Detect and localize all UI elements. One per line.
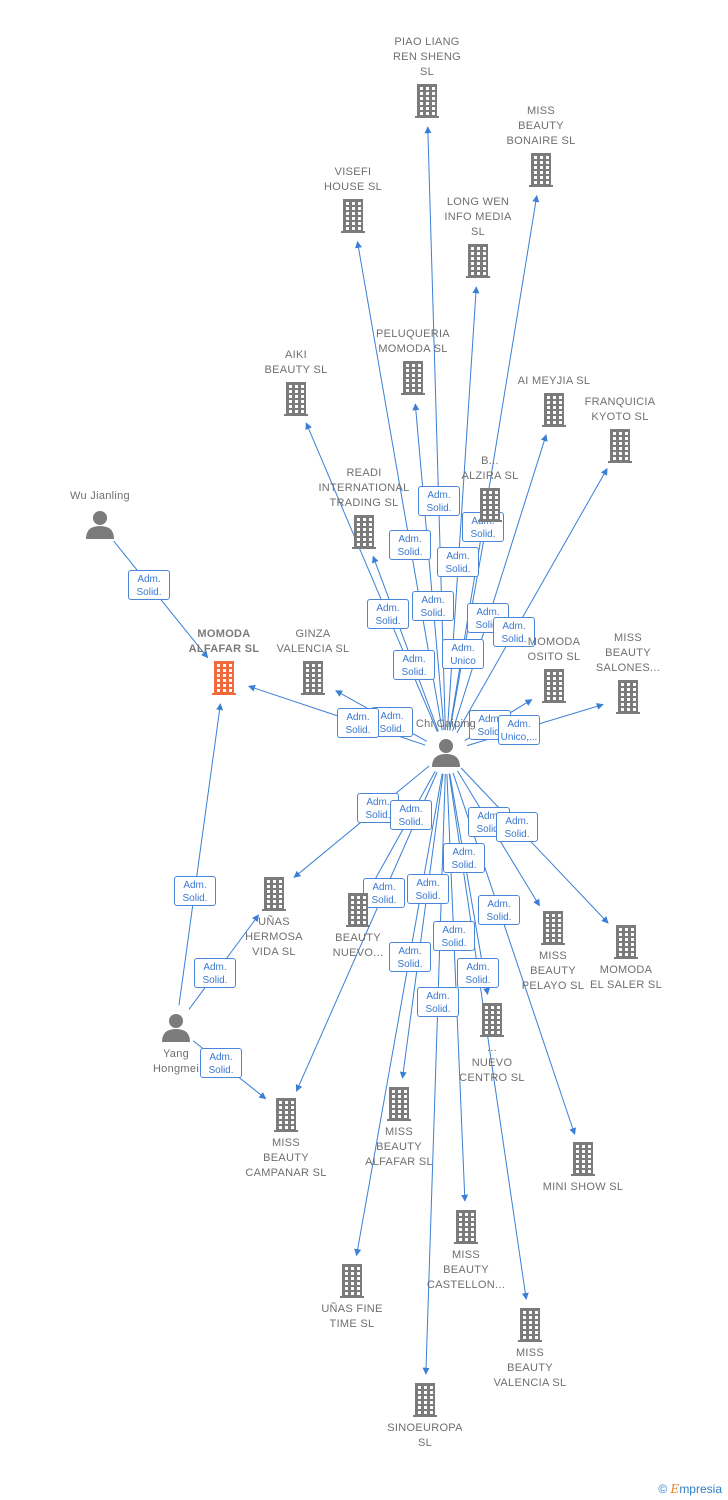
edge-role-badge[interactable]: Adm. Solid. bbox=[443, 843, 485, 873]
edge-yang-momoda_alfafar bbox=[178, 703, 224, 1006]
edge-role-badge[interactable]: Adm. Unico,... bbox=[498, 715, 540, 745]
building-icon[interactable] bbox=[340, 1264, 364, 1298]
company-label: UÑAS FINE TIME SL bbox=[321, 1303, 383, 1330]
building-icon[interactable] bbox=[262, 877, 286, 911]
edge-role-badge[interactable]: Adm. Solid. bbox=[389, 942, 431, 972]
edge-chi-peluqueria bbox=[412, 403, 445, 731]
company-label: FRANQUICIA KYOTO SL bbox=[584, 396, 656, 423]
company-label: MISS BEAUTY BONAIRE SL bbox=[506, 105, 576, 147]
person-icon[interactable] bbox=[85, 509, 115, 539]
company-label: AIKI BEAUTY SL bbox=[264, 349, 328, 376]
building-icon[interactable] bbox=[387, 1087, 411, 1121]
company-label: BEAUTY NUEVO... bbox=[332, 932, 384, 959]
edge-role-badge[interactable]: Adm. Solid. bbox=[412, 591, 454, 621]
company-label: MISS BEAUTY VALENCIA SL bbox=[493, 1347, 567, 1389]
building-icon[interactable] bbox=[454, 1210, 478, 1244]
edge-chi-nuevo_centro bbox=[449, 773, 490, 996]
building-icon[interactable] bbox=[466, 244, 490, 278]
person-label: Chi Caiping bbox=[415, 718, 477, 730]
edge-chi-aimeyjia bbox=[452, 434, 548, 732]
edge-chi-readi bbox=[372, 555, 439, 732]
building-icon[interactable] bbox=[346, 893, 370, 927]
building-icon[interactable] bbox=[616, 680, 640, 714]
edge-chi-unas_fine bbox=[354, 773, 443, 1257]
copyright-symbol: © bbox=[658, 1482, 668, 1496]
building-icon[interactable] bbox=[518, 1308, 542, 1342]
edge-role-badge[interactable]: Adm. Solid. bbox=[407, 874, 449, 904]
edge-role-badge[interactable]: Adm. Solid. bbox=[337, 708, 379, 738]
edge-role-badge[interactable]: Adm. Solid. bbox=[467, 603, 509, 633]
empresia-logo-initial: E bbox=[670, 1482, 680, 1496]
edge-role-badge[interactable]: Adm. Solid. bbox=[418, 486, 460, 516]
edge-role-badge[interactable]: Adm. Solid. bbox=[437, 547, 479, 577]
building-icon[interactable] bbox=[274, 1098, 298, 1132]
company-label: SINOEUROPA SL bbox=[387, 1422, 463, 1449]
building-icon[interactable] bbox=[529, 153, 553, 187]
building-icon[interactable] bbox=[608, 429, 632, 463]
edge-role-badge[interactable]: Adm. Solid. bbox=[128, 570, 170, 600]
company-label: MISS BEAUTY PELAYO SL bbox=[521, 950, 585, 992]
company-label: MISS BEAUTY CAMPANAR SL bbox=[245, 1137, 327, 1179]
building-icon[interactable] bbox=[571, 1142, 595, 1176]
edge-role-badge[interactable]: Adm. Solid. bbox=[433, 921, 475, 951]
empresia-logo-text: mpresia bbox=[679, 1482, 722, 1496]
building-icon[interactable] bbox=[542, 393, 566, 427]
edge-chi-mb_alfafar bbox=[399, 773, 444, 1079]
building-icon[interactable] bbox=[341, 199, 365, 233]
edge-role-badge[interactable]: Adm. Solid. bbox=[478, 895, 520, 925]
person-icon[interactable] bbox=[431, 737, 461, 767]
edge-role-badge[interactable]: Adm. Solid. bbox=[194, 958, 236, 988]
company-label: READI INTERNATIONAL TRADING SL bbox=[318, 467, 410, 509]
edge-role-badge[interactable]: Adm. Solid. bbox=[174, 876, 216, 906]
empresia-footer[interactable]: © Empresia bbox=[658, 1482, 722, 1496]
edge-chi-aiki bbox=[305, 422, 438, 732]
company-label: AI MEYJIA SL bbox=[517, 375, 591, 387]
company-label: MOMODA EL SALER SL bbox=[590, 964, 662, 991]
edge-role-badge[interactable]: Adm. Solid. bbox=[393, 650, 435, 680]
company-label: MISS BEAUTY CASTELLON... bbox=[426, 1249, 506, 1291]
edge-chi-visefi bbox=[355, 240, 443, 731]
person-label: Wu Jianling bbox=[70, 490, 130, 502]
company-label: UÑAS HERMOSA VIDA SL bbox=[245, 916, 303, 958]
company-label: MOMODA ALFAFAR SL bbox=[188, 628, 260, 655]
building-icon[interactable] bbox=[478, 488, 502, 522]
building-icon[interactable] bbox=[401, 361, 425, 395]
company-label: PELUQUERIA MOMODA SL bbox=[376, 328, 450, 355]
building-icon[interactable] bbox=[415, 84, 439, 118]
person-icon[interactable] bbox=[161, 1012, 191, 1042]
edge-chi-franquicia bbox=[456, 467, 608, 734]
company-label: MISS BEAUTY SALONES... bbox=[595, 632, 661, 674]
edge-role-badge[interactable]: Adm. Solid. bbox=[417, 987, 459, 1017]
company-label: VISEFI HOUSE SL bbox=[323, 166, 383, 193]
edge-role-badge[interactable]: Adm. Unico bbox=[442, 639, 484, 669]
company-label: MINI SHOW SL bbox=[542, 1181, 624, 1193]
building-icon[interactable] bbox=[284, 382, 308, 416]
building-icon[interactable] bbox=[480, 1003, 504, 1037]
edge-chi-piao bbox=[424, 126, 446, 731]
building-icon[interactable] bbox=[541, 911, 565, 945]
edge-chi-sinoeuropa bbox=[422, 773, 446, 1375]
company-label: MOMODA OSITO SL bbox=[527, 636, 581, 663]
edge-role-badge[interactable]: Adm. Solid. bbox=[496, 812, 538, 842]
edge-role-badge[interactable]: Adm. Solid. bbox=[390, 800, 432, 830]
edge-chi-momoda_saler bbox=[460, 767, 609, 924]
building-icon[interactable] bbox=[542, 669, 566, 703]
person-label: Yang Hongmei bbox=[152, 1048, 200, 1075]
building-icon[interactable] bbox=[352, 515, 376, 549]
building-icon[interactable] bbox=[212, 661, 236, 695]
building-icon[interactable] bbox=[614, 925, 638, 959]
edge-role-badge[interactable]: Adm. Solid. bbox=[493, 617, 535, 647]
company-label: GINZA VALENCIA SL bbox=[276, 628, 350, 655]
company-label: ... NUEVO CENTRO SL bbox=[459, 1042, 525, 1084]
company-label: MISS BEAUTY ALFAFAR SL bbox=[365, 1126, 433, 1168]
edge-role-badge[interactable]: Adm. Solid. bbox=[200, 1048, 242, 1078]
building-icon[interactable] bbox=[301, 661, 325, 695]
edge-role-badge[interactable]: Adm. Solid. bbox=[389, 530, 431, 560]
company-label: B... ALZIRA SL bbox=[461, 455, 519, 482]
company-label: PIAO LIANG REN SHENG SL bbox=[392, 36, 462, 78]
building-icon[interactable] bbox=[413, 1383, 437, 1417]
edge-role-badge[interactable]: Adm. Solid. bbox=[457, 958, 499, 988]
company-label: LONG WEN INFO MEDIA SL bbox=[444, 196, 512, 238]
edge-role-badge[interactable]: Adm. Solid. bbox=[367, 599, 409, 629]
